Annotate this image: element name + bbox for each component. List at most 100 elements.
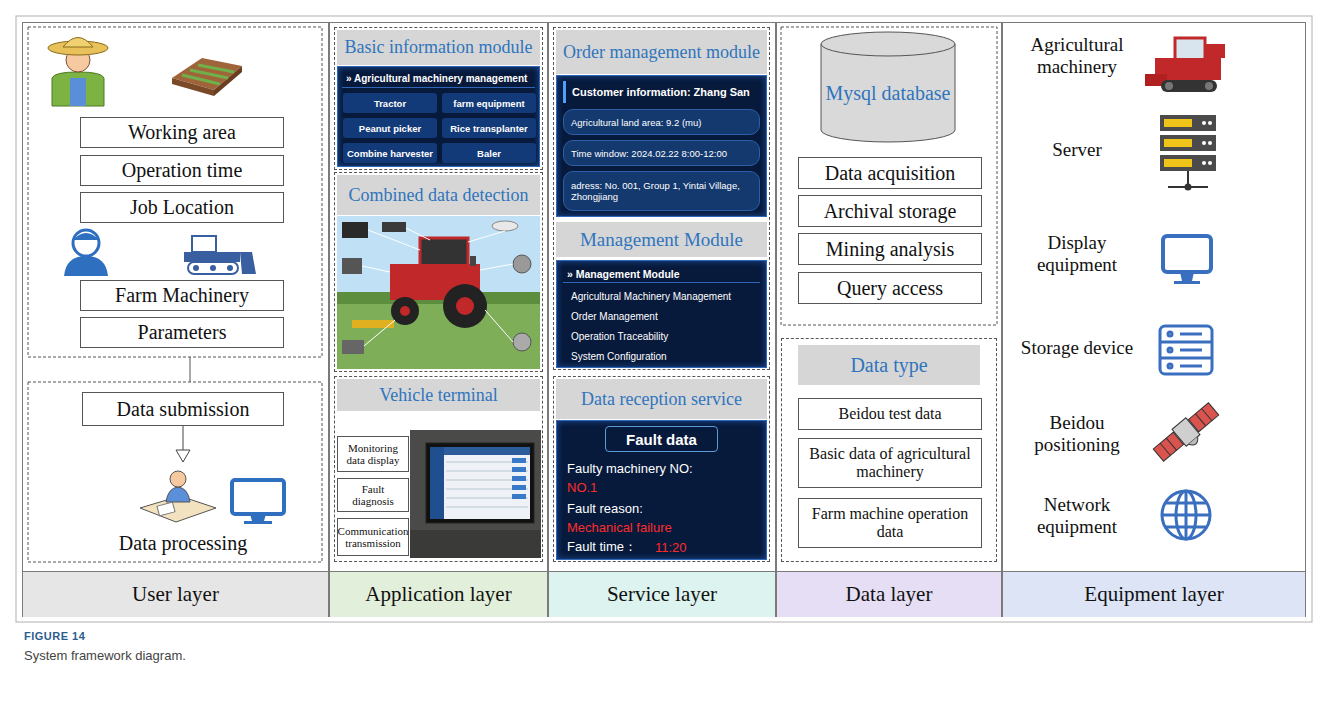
process-box: Query access <box>798 272 982 304</box>
farmer-icon <box>48 38 108 107</box>
node-text: Beidou test data <box>838 405 941 423</box>
screen-panel: » Agricultural machinery managementTract… <box>337 66 540 167</box>
satellite-icon <box>1151 400 1223 467</box>
database-cylinder: Mysql database <box>820 31 956 143</box>
heading-band: Management Module <box>556 222 767 257</box>
label-text: Server <box>1012 135 1142 165</box>
screen-panel: Customer information: Zhang SanAgricultu… <box>556 75 767 217</box>
node-text: Data processing <box>103 528 263 558</box>
layer-column: Data layer Mysql databaseData acquisition… <box>776 22 1002 617</box>
output-area: Data processing <box>103 462 263 558</box>
module-group: Basic information module» Agricultural m… <box>334 27 543 170</box>
display-icon <box>1163 236 1211 284</box>
group-link <box>190 357 191 382</box>
process-box: Operation time <box>80 155 284 186</box>
node-text: Basic data of agricultural machinery <box>802 445 978 481</box>
node-text: Parameters <box>138 321 227 344</box>
node-text: Fault reason: <box>567 499 757 517</box>
cylinder-rim <box>821 44 955 56</box>
module-group: Vehicle terminalMonitoring data displayF… <box>334 376 543 562</box>
node-text: Time window: 2024.02.22 8:00-12:00 <box>563 140 760 166</box>
node-text: Farm machine operation data <box>802 505 978 541</box>
node-text: Basic information module <box>337 30 540 65</box>
label-text: Display equipment <box>1012 228 1142 280</box>
node-text: Rice transplanter <box>442 118 536 138</box>
process-box: Archival storage <box>798 195 982 227</box>
monitor-icon <box>232 480 284 524</box>
terminal-photo <box>410 430 541 558</box>
node-text: farm equipment <box>442 93 536 113</box>
node-text: Management Module <box>580 229 743 251</box>
node-text: Peanut picker <box>343 118 437 138</box>
node-text: » Management Module <box>563 265 760 283</box>
process-box: Data acquisition <box>798 157 982 189</box>
node-text: Tractor <box>343 93 437 113</box>
harvester-icon <box>1145 38 1225 92</box>
module-group: Data reception serviceFault dataFaulty m… <box>553 376 770 562</box>
node-text: Faulty machinery NO: <box>567 459 757 477</box>
label-text: Network equipment <box>1012 490 1142 542</box>
process-box: Farm machine operation data <box>798 498 982 548</box>
node-text: Baler <box>442 143 536 163</box>
node-text: Data type <box>798 345 980 385</box>
node-text: Equipment layer <box>1003 571 1305 617</box>
operator-icon <box>140 471 216 522</box>
node-text: Mysql database <box>826 82 951 105</box>
caption-text: System framework diagram. <box>24 646 424 664</box>
flow-arrow <box>183 426 184 462</box>
node-text: Farm Machinery <box>115 284 249 307</box>
node-text: Data layer <box>777 571 1001 617</box>
node-text: Mining analysis <box>826 238 954 261</box>
node-text: Fault data <box>605 426 718 452</box>
process-box: Data submission <box>82 392 284 426</box>
network-icon <box>1162 491 1210 539</box>
node-text: Customer information: Zhang San <box>563 81 760 103</box>
label-text: FIGURE 14 <box>24 628 224 644</box>
node-text: Application layer <box>330 571 547 617</box>
node-text: Mechanical failure <box>567 518 757 536</box>
node-text: Agricultural Machinery Management <box>567 288 760 305</box>
node-text: Fault time： <box>567 537 655 557</box>
node-text: Query access <box>837 277 943 300</box>
driver-icon <box>64 230 108 276</box>
layer-column: Service layer Order management moduleCust… <box>548 22 776 617</box>
figure-frame <box>16 16 1312 622</box>
node-text: Vehicle terminal <box>337 379 540 411</box>
node-text: NO.1 <box>567 478 757 496</box>
module-group: Combined data detection <box>334 172 543 372</box>
process-box: Job Location <box>80 192 284 223</box>
process-box: Communication transmission <box>337 518 409 556</box>
screen-panel: Fault dataFaulty machinery NO:NO.1Fault … <box>556 420 767 560</box>
node-text: System Configuration <box>567 348 760 365</box>
node-text: Service layer <box>549 571 775 617</box>
storage-icon <box>1160 326 1212 374</box>
process-box: Working area <box>80 117 284 148</box>
node-text: adress: No. 001, Group 1, Yintai Village… <box>563 171 760 211</box>
bulldozer-icon <box>184 236 256 274</box>
node-text: Communication transmission <box>338 525 409 549</box>
process-box: Basic data of agricultural machinery <box>798 438 982 488</box>
label-text: Storage device <box>1012 322 1142 374</box>
node-text: Data acquisition <box>825 162 956 185</box>
node-text: User layer <box>23 571 328 617</box>
node-text: Order Management <box>567 308 760 325</box>
tractor-photo <box>337 216 540 369</box>
node-text: Monitoring data display <box>341 442 405 466</box>
node-text: 11:20 <box>655 537 725 557</box>
node-text: Archival storage <box>824 200 957 223</box>
node-text: Data submission <box>117 398 250 421</box>
module-group: Order management moduleCustomer informat… <box>553 27 770 370</box>
node-text: » Agricultural machinery management <box>342 70 535 88</box>
label-text: Agricultural machinery <box>1012 30 1142 82</box>
node-text: Fault diagnosis <box>341 483 405 507</box>
process-box: Beidou test data <box>798 398 982 430</box>
process-box: Mining analysis <box>798 233 982 265</box>
process-box: Monitoring data display <box>337 436 409 472</box>
module-group: Data typeBeidou test dataBasic data of a… <box>781 338 997 562</box>
node-text: Operation Traceability <box>567 328 760 345</box>
label-text: Beidou positioning <box>1012 408 1142 460</box>
process-box: Parameters <box>80 317 284 348</box>
process-box: Fault diagnosis <box>337 478 409 512</box>
node-text: Combined data detection <box>337 175 540 215</box>
